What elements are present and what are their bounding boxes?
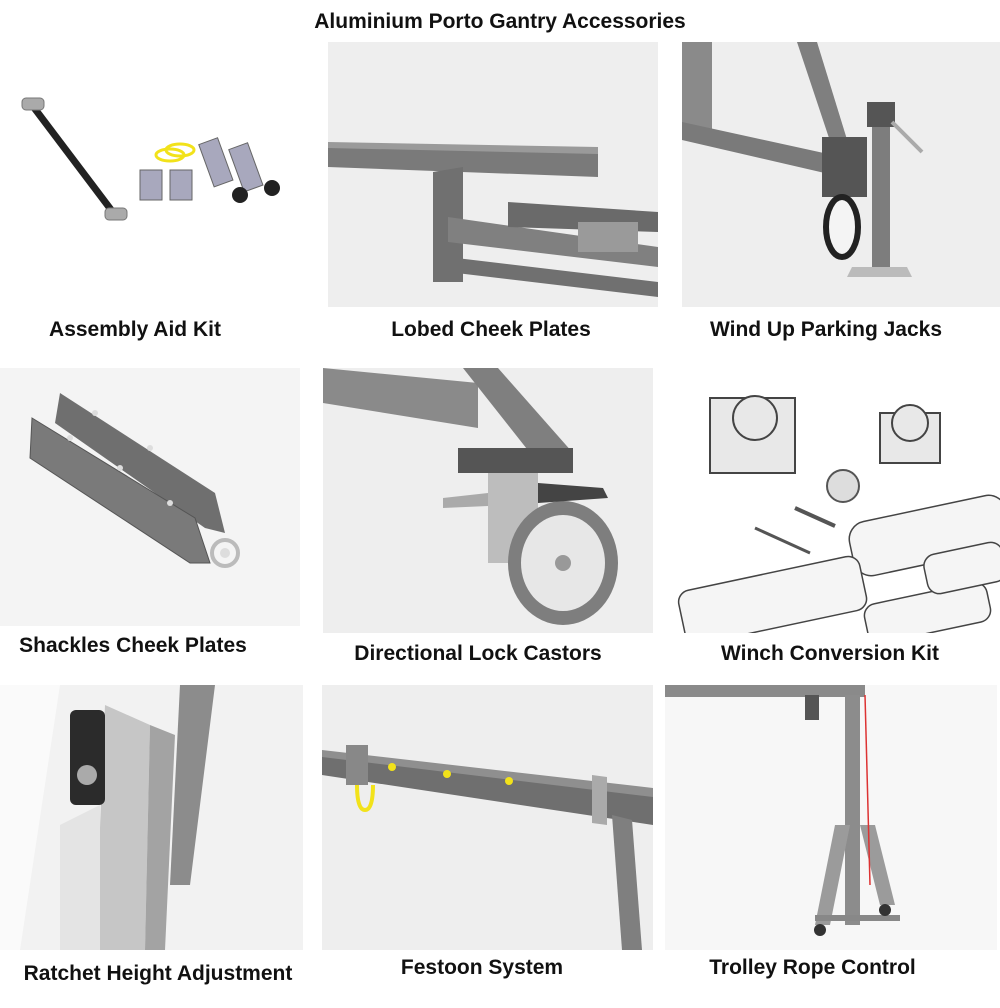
- wind-up-parking-jacks-label: Wind Up Parking Jacks: [709, 318, 943, 341]
- festoon-system-illustration: [322, 685, 653, 950]
- shackles-cheek-plates-illustration: [0, 368, 300, 626]
- lobed-cheek-plates-illustration: [328, 42, 658, 307]
- festoon-system-image: [322, 685, 653, 950]
- assembly-aid-kit-image: [10, 80, 300, 240]
- winch-icon: [709, 395, 941, 474]
- ratchet-icon: [70, 710, 105, 805]
- trolley-rope-control-illustration: [665, 685, 997, 950]
- trolley-rope-control-image: [665, 685, 997, 950]
- festoon-system-label: Festoon System: [400, 956, 564, 979]
- trolley-rope-control-label: Trolley Rope Control: [709, 956, 916, 979]
- directional-lock-castors-label: Directional Lock Castors: [354, 642, 602, 665]
- lobed-cheek-plates-label: Lobed Cheek Plates: [391, 318, 591, 341]
- ratchet-height-adjustment-image: [0, 685, 303, 950]
- strap-icon: [29, 102, 118, 218]
- assembly-aid-kit-illustration: [10, 80, 300, 240]
- shackles-cheek-plates-label: Shackles Cheek Plates: [19, 634, 247, 657]
- winch-conversion-kit-label: Winch Conversion Kit: [721, 642, 939, 665]
- festoon-clamp-icon: [388, 763, 513, 785]
- assembly-aid-kit-label: Assembly Aid Kit: [49, 318, 221, 341]
- lobed-cheek-plates-image: [328, 42, 658, 307]
- shackles-cheek-plates-image: [0, 368, 300, 626]
- winch-conversion-kit-illustration: [675, 368, 1000, 633]
- ratchet-height-adjustment-label: Ratchet Height Adjustment: [23, 962, 293, 985]
- castor-icon: [508, 501, 618, 625]
- directional-lock-castors-image: [323, 368, 653, 633]
- directional-lock-castors-illustration: [323, 368, 653, 633]
- winch-conversion-kit-image: [675, 368, 1000, 633]
- jack-icon: [872, 122, 890, 272]
- wind-up-parking-jacks-image: [682, 42, 1000, 307]
- ratchet-height-adjustment-illustration: [0, 685, 303, 950]
- wind-up-parking-jacks-illustration: [682, 42, 1000, 307]
- page-title: Aluminium Porto Gantry Accessories: [314, 10, 686, 33]
